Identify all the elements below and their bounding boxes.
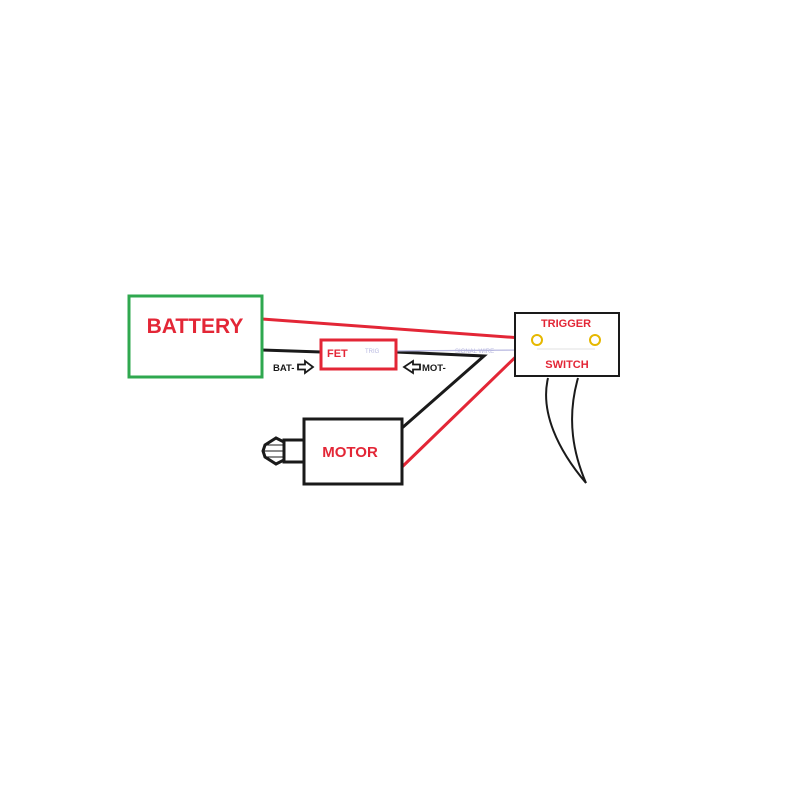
wire-motor-positive <box>400 341 532 469</box>
battery-label: BATTERY <box>147 315 244 338</box>
mot-minus-arrow-icon <box>402 359 421 375</box>
fet-trig-label: TRIG <box>365 349 380 355</box>
trigger-switch-box <box>514 312 620 377</box>
signal-wire-label: SIGNAL WIRE <box>455 349 494 355</box>
motor-box <box>302 417 404 486</box>
signal-wire <box>377 349 531 352</box>
bat-minus-arrow-icon <box>297 359 315 375</box>
trigger-switch-label-bottom: SWITCH <box>545 359 588 371</box>
battery-box <box>127 294 264 379</box>
fet-label: FET <box>327 348 348 360</box>
trigger-switch-label-top: TRIGGER <box>541 318 591 330</box>
trigger-terminal-left <box>531 334 543 346</box>
wire-motor-negative <box>395 350 488 430</box>
bat-minus-label: BAT- <box>273 363 294 374</box>
wire-battery-negative <box>261 348 322 354</box>
motor-label: MOTOR <box>322 444 378 461</box>
trigger-terminal-right <box>589 334 601 346</box>
wire-battery-positive <box>261 317 536 341</box>
motor-shaft <box>282 438 304 464</box>
mot-minus-label: MOT- <box>422 363 446 374</box>
fet-box <box>319 338 398 371</box>
trigger-blade <box>545 377 587 484</box>
